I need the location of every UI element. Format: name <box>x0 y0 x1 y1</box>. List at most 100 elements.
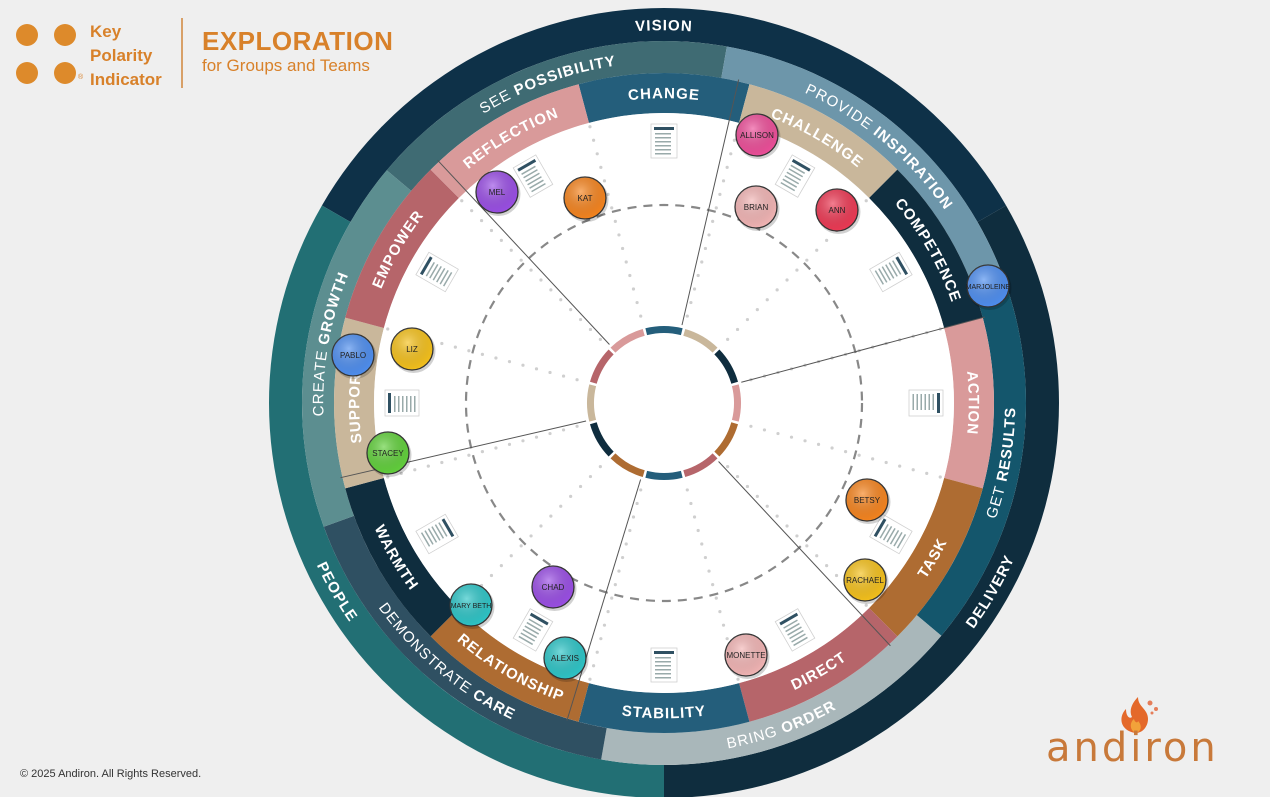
person-pin[interactable]: MARY BETH <box>449 583 495 629</box>
person-name: MARJOLEINE <box>966 284 1011 291</box>
person-pin[interactable]: LIZ <box>390 327 436 373</box>
guide-dot <box>519 258 523 262</box>
segment-band <box>739 608 898 722</box>
guide-dot <box>534 435 539 439</box>
person-name: MONETTE <box>726 651 765 660</box>
midline-dashed-circle <box>464 203 864 603</box>
andiron-logo: andiron <box>1040 695 1240 775</box>
card-thumbnail[interactable] <box>774 154 816 198</box>
card-thumbnail[interactable] <box>512 154 554 198</box>
dotted-guides <box>386 125 942 681</box>
guide-dot <box>549 288 553 292</box>
guide-dot <box>610 596 614 600</box>
guide-dot <box>815 248 819 252</box>
person-pin[interactable]: STACEY <box>366 431 412 477</box>
guide-dot <box>386 475 390 479</box>
person-pin[interactable]: RACHAEL <box>843 558 889 604</box>
logo-dot <box>16 24 38 46</box>
guide-dot <box>575 424 579 428</box>
segment-band <box>869 478 983 637</box>
person-pin[interactable]: MEL <box>475 170 521 216</box>
guide-dot <box>453 345 457 349</box>
guide-dot <box>521 439 525 443</box>
guide-dot <box>539 278 543 282</box>
card-thumbnail[interactable] <box>650 647 678 683</box>
person-pin[interactable]: ANN <box>815 188 861 234</box>
guide-dot <box>825 564 829 568</box>
guide-dot <box>467 349 471 353</box>
guide-dot <box>898 464 902 468</box>
divider-line <box>681 79 740 326</box>
person-name: LIZ <box>406 345 418 354</box>
card-thumbnail[interactable] <box>908 389 944 417</box>
person-pin[interactable]: CHAD <box>531 565 577 611</box>
guide-dot <box>711 219 715 224</box>
guide-dot <box>575 378 579 382</box>
person-pin[interactable]: ALLISON <box>735 113 781 159</box>
middle-ring-segment <box>601 615 942 766</box>
logo-wordmark: Key Polarity Indicator <box>90 20 162 92</box>
guide-dot <box>613 582 617 587</box>
guide-dot <box>732 138 736 142</box>
guide-dot <box>529 534 533 538</box>
person-name: ALEXIS <box>551 654 579 663</box>
guide-dot <box>718 192 722 196</box>
person-name: KAT <box>578 194 593 203</box>
person-pin[interactable]: ALEXIS <box>543 636 589 682</box>
guide-dot <box>588 125 592 129</box>
person-pin[interactable]: MONETTE <box>724 633 770 679</box>
segment-band <box>430 608 589 722</box>
card-thumbnail[interactable] <box>650 123 678 159</box>
card-thumbnail[interactable] <box>512 608 554 652</box>
logo-dot <box>54 24 76 46</box>
guide-dot <box>729 152 733 156</box>
guide-dot <box>440 460 444 465</box>
middle-ring-segment <box>323 515 607 760</box>
outer-ring-segment <box>664 205 1059 797</box>
guide-dot <box>735 474 740 479</box>
guide-dot <box>561 374 566 378</box>
card-thumbnails <box>384 123 944 683</box>
people-pins[interactable]: ALLISON BRIAN ANN MARJOLEINE MEL KAT PABLO LIZ S… <box>331 113 1012 682</box>
guide-dot <box>711 582 715 587</box>
guide-dot <box>726 337 730 341</box>
guide-dot <box>631 287 636 291</box>
inner-ring-segment <box>610 328 645 353</box>
guide-dot <box>721 179 726 183</box>
card-thumbnail[interactable] <box>774 608 816 652</box>
divider-line <box>741 316 985 383</box>
card-thumbnail[interactable] <box>869 251 913 293</box>
guide-dot <box>602 179 607 183</box>
inner-ring-segment <box>587 384 597 422</box>
guide-dot <box>692 515 697 519</box>
person-pin[interactable]: BRIAN <box>734 185 780 231</box>
guide-dot <box>529 268 533 272</box>
guide-dot <box>736 677 740 681</box>
middle-ring-segment <box>386 41 727 191</box>
card-thumbnail[interactable] <box>415 513 459 555</box>
inner-ring-segment <box>589 422 614 457</box>
person-pin[interactable]: PABLO <box>331 333 377 379</box>
guide-dot <box>507 359 512 364</box>
guide-dot <box>617 233 621 237</box>
inner-ring-segment <box>683 453 718 478</box>
card-thumbnail[interactable] <box>415 251 459 293</box>
guide-dot <box>559 504 563 508</box>
guide-dot <box>864 603 868 607</box>
person-pin[interactable]: KAT <box>563 176 609 222</box>
guide-dot <box>453 457 457 461</box>
divider-line <box>566 479 642 721</box>
segment-label: ACTION <box>963 370 982 436</box>
person-pin[interactable]: MARJOLEINE <box>966 264 1012 310</box>
guide-dot <box>440 341 444 346</box>
guide-dot <box>480 450 485 454</box>
person-pin[interactable]: BETSY <box>845 478 891 524</box>
card-thumbnail[interactable] <box>384 389 420 417</box>
guide-dot <box>507 442 512 447</box>
guide-dot <box>588 327 593 332</box>
middle-ring-segment <box>916 279 1026 636</box>
card-thumbnail[interactable] <box>869 513 913 555</box>
inner-ring-segment <box>683 328 718 353</box>
guide-dot <box>561 428 566 432</box>
guide-dot <box>521 363 525 367</box>
